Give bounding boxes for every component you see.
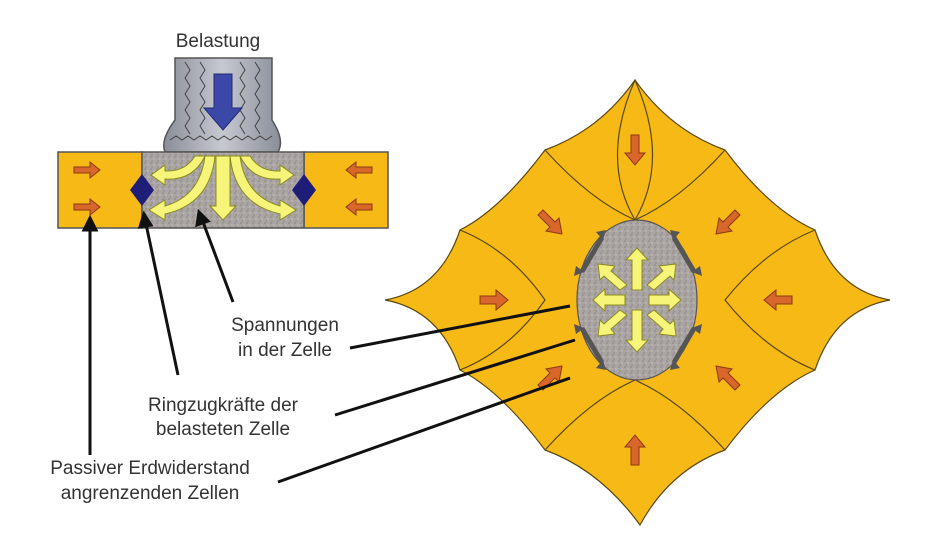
hoop-tension-label-line1: Ringzugkräfte der xyxy=(148,395,299,416)
load-label: Belastung xyxy=(176,31,261,52)
passive-resistance-label-line2: angrenzenden Zellen xyxy=(61,483,240,504)
plan-view xyxy=(384,78,891,527)
tire-tread xyxy=(169,61,273,141)
cross-section: Belastung xyxy=(57,31,389,229)
leader-lines xyxy=(81,208,576,484)
hoop-tension-label-line2: belasteten Zelle xyxy=(156,419,290,440)
loaded-cell-plan xyxy=(576,219,698,381)
hoop-arrows-plan xyxy=(574,230,702,370)
load-arrow-icon xyxy=(202,73,244,131)
radial-arrows-plan xyxy=(592,247,682,353)
right-cell xyxy=(303,151,389,229)
stresses-label-line1: Spannungen xyxy=(231,315,339,336)
radial-stress-arrows xyxy=(148,155,297,221)
stresses-label-line2: in der Zelle xyxy=(238,340,332,361)
hoop-tension-arrows xyxy=(130,174,316,206)
left-cell xyxy=(57,151,143,229)
passive-arrows xyxy=(73,160,373,217)
passive-arrows-plan xyxy=(479,134,793,466)
passive-resistance-label-line1: Passiver Erdwiderstand xyxy=(50,458,250,479)
